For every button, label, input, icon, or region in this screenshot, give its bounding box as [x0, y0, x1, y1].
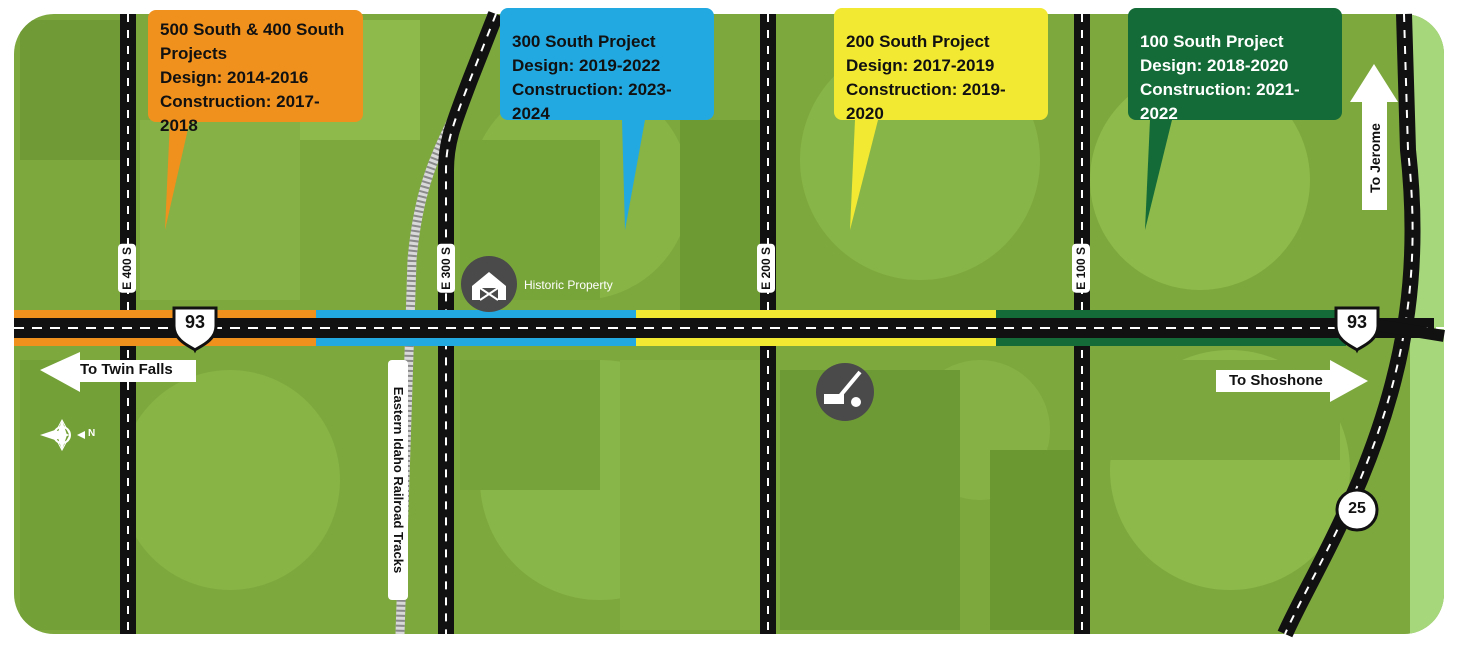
callout-design: Design: 2019-2022 — [512, 56, 661, 75]
callout-construction: Construction: 2017-2018 — [160, 92, 320, 135]
road-label-e100: E 100 S — [1072, 244, 1090, 293]
to-shoshone-label: To Shoshone — [1229, 372, 1323, 389]
road-label-e400: E 400 S — [118, 244, 136, 293]
us-93-number-left: 93 — [184, 312, 206, 332]
us-93-number-right: 93 — [1346, 312, 1368, 332]
arrow-jerome — [1350, 64, 1398, 210]
to-twin-falls-label: To Twin Falls — [80, 361, 173, 378]
highway-93-segments — [14, 310, 1445, 346]
callout-design: Design: 2017-2019 — [846, 56, 995, 75]
pointer-blue — [622, 120, 645, 230]
road-sh25 — [1277, 13, 1421, 638]
compass-icon — [40, 418, 85, 452]
to-jerome-label: To Jerome — [1367, 123, 1383, 193]
railroad-label: Eastern Idaho Railroad Tracks — [388, 360, 408, 600]
road-e300 — [438, 11, 504, 634]
compass-north-label: N — [88, 428, 96, 439]
callout-200-south: 200 South Project Design: 2017-2019 Cons… — [834, 8, 1048, 123]
callout-100-south: 100 South Project Design: 2018-2020 Cons… — [1128, 8, 1342, 123]
road-label-e200: E 200 S — [757, 244, 775, 293]
callout-300-south: 300 South Project Design: 2019-2022 Cons… — [500, 8, 714, 123]
pointer-orange — [165, 120, 190, 230]
sh-25-shield — [1335, 488, 1379, 532]
callout-construction: Construction: 2019-2020 — [846, 80, 1006, 123]
us-93-shield-left — [172, 306, 218, 354]
callout-title: 300 South Project — [512, 32, 656, 51]
callout-construction: Construction: 2023-2024 — [512, 80, 672, 123]
callout-500-400-south: 500 South & 400 South Projects Design: 2… — [148, 10, 363, 135]
pointer-yellow — [850, 120, 878, 230]
callout-design: Design: 2018-2020 — [1140, 56, 1289, 75]
callout-design: Design: 2014-2016 — [160, 68, 309, 87]
callout-title: 500 South & 400 South Projects — [160, 20, 345, 63]
road-label-e300: E 300 S — [437, 244, 455, 293]
sh-25-number: 25 — [1348, 500, 1366, 517]
historic-property-label: Historic Property — [524, 278, 613, 292]
pointer-green — [1145, 120, 1172, 230]
callout-construction: Construction: 2021-2022 — [1140, 80, 1300, 123]
us-93-shield-right — [1334, 306, 1380, 354]
arrow-twin-falls — [40, 352, 196, 392]
callout-title: 100 South Project — [1140, 32, 1284, 51]
callout-title: 200 South Project — [846, 32, 990, 51]
arrow-shoshone — [1216, 360, 1368, 402]
